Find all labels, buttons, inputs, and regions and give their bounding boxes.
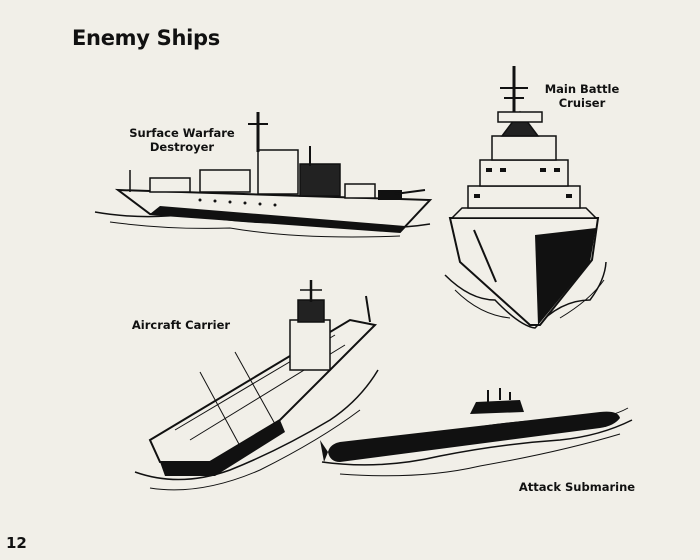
submarine-illustration xyxy=(320,388,633,477)
destroyer-label-line2: Destroyer xyxy=(149,140,215,154)
page-title: Enemy Ships xyxy=(72,26,220,50)
destroyer-label-line1: Surface Warfare xyxy=(129,126,235,140)
carrier-label: Aircraft Carrier xyxy=(131,318,231,332)
cruiser-label-line1: Main Battle xyxy=(544,82,620,96)
cruiser-label: Main Battle Cruiser xyxy=(538,82,626,110)
cruiser-label-line2: Cruiser xyxy=(558,96,606,110)
destroyer-label: Surface Warfare Destroyer xyxy=(112,126,252,154)
submarine-label: Attack Submarine xyxy=(518,480,636,494)
destroyer-illustration xyxy=(94,112,433,238)
aircraft-carrier-illustration xyxy=(134,280,379,491)
page-number: 12 xyxy=(6,534,27,552)
battle-cruiser-illustration xyxy=(444,66,607,329)
